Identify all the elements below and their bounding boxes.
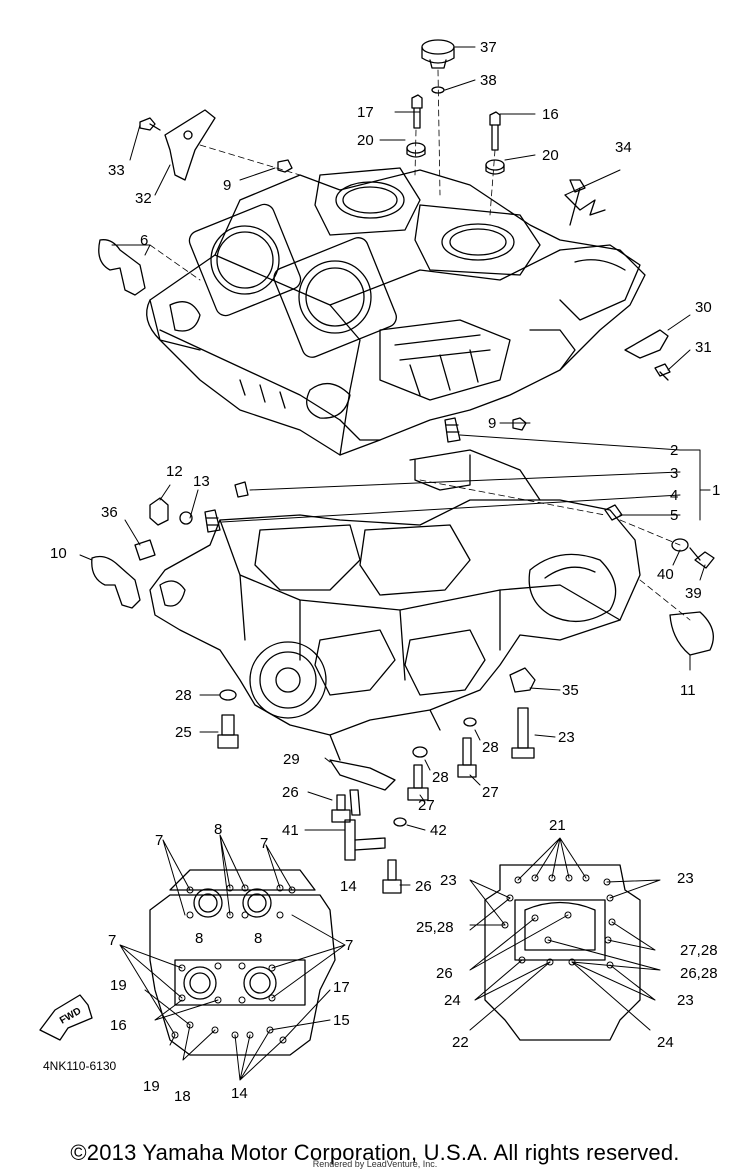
callout-23: 23 [677,870,694,887]
callout-27: 27 [418,797,435,814]
callout-26-28: 26,28 [680,965,718,982]
callout-38: 38 [480,72,497,89]
callout-30: 30 [695,299,712,316]
callout-17: 17 [333,979,350,996]
lower-crankcase-drawing [149,449,641,761]
callout-35: 35 [562,682,579,699]
callout-39: 39 [685,585,702,602]
callout-6: 6 [140,232,148,249]
callout-19: 19 [110,977,127,994]
callout-labels: 37 38 17 16 20 20 34 33 32 9 6 30 31 9 2… [50,39,720,1105]
callout-1: 1 [712,482,720,499]
callout-2: 2 [670,442,678,459]
callout-10: 10 [50,545,67,562]
callout-20: 20 [542,147,559,164]
callout-33: 33 [108,162,125,179]
callout-41: 41 [282,822,299,839]
copyright-notice: ©2013 Yamaha Motor Corporation, U.S.A. A… [70,1140,680,1165]
callout-28: 28 [482,739,499,756]
lower-left-bolt-pattern [149,869,336,1056]
callout-19: 19 [143,1078,160,1095]
callout-8: 8 [195,930,203,947]
callout-14: 14 [231,1085,248,1102]
callout-16: 16 [110,1017,127,1034]
upper-crankcase-drawing [146,167,646,456]
callout-13: 13 [193,473,210,490]
callout-24: 24 [444,992,461,1009]
callout-32: 32 [135,190,152,207]
callout-27-28: 27,28 [680,942,718,959]
callout-34: 34 [615,139,632,156]
callout-4: 4 [670,487,678,504]
callout-24: 24 [657,1034,674,1051]
callout-16: 16 [542,106,559,123]
callout-31: 31 [695,339,712,356]
callout-26: 26 [415,878,432,895]
callout-7: 7 [345,937,353,954]
callout-25: 25 [175,724,192,741]
callout-37: 37 [480,39,497,56]
callout-42: 42 [430,822,447,839]
dashed-alignment-lines [149,69,691,621]
callout-26: 26 [436,965,453,982]
callout-3: 3 [670,465,678,482]
leader-lines [79,46,711,1081]
callout-23: 23 [440,872,457,889]
callout-29: 29 [283,751,300,768]
callout-12: 12 [166,463,183,480]
callout-7: 7 [260,835,268,852]
callout-14: 14 [340,878,357,895]
callout-22: 22 [452,1034,469,1051]
rendered-by-credit: Rendered by LeadVenture, Inc. [312,1159,438,1169]
crankcase-exploded-diagram: FWD 37 38 17 16 20 20 34 33 32 9 6 30 31… [39,39,720,1105]
callout-40: 40 [657,566,674,583]
callout-28: 28 [432,769,449,786]
callout-5: 5 [670,507,678,524]
callout-20: 20 [357,132,374,149]
callout-15: 15 [333,1012,350,1029]
callout-8: 8 [254,930,262,947]
part-code: 4NK110-6130 [43,1059,116,1073]
callout-18: 18 [174,1088,191,1105]
callout-23: 23 [558,729,575,746]
small-parts [91,39,715,894]
fwd-arrow-icon [39,994,93,1041]
callout-25-28: 25,28 [416,919,454,936]
callout-27: 27 [482,784,499,801]
callout-8: 8 [214,821,222,838]
callout-7: 7 [155,832,163,849]
callout-9: 9 [223,177,231,194]
callout-28: 28 [175,687,192,704]
lower-right-bolt-pattern [484,864,641,1041]
callout-23: 23 [677,992,694,1009]
callout-26: 26 [282,784,299,801]
callout-9: 9 [488,415,496,432]
callout-7: 7 [108,932,116,949]
callout-17: 17 [357,104,374,121]
callout-11: 11 [680,682,696,699]
callout-21: 21 [549,817,566,834]
callout-36: 36 [101,504,118,521]
